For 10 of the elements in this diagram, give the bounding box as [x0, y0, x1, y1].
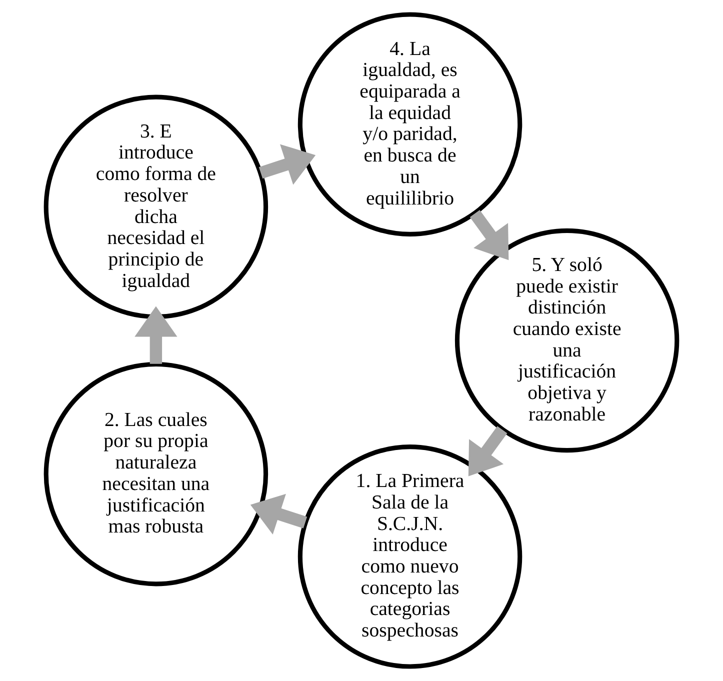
node-circle: 1. La Primera Sala de la S.C.J.N. introduce como nuevo concepto las categorias sospechosas — [298, 444, 522, 669]
arrow — [250, 494, 308, 534]
node-circle: 3. E introduce como forma de resolver dicha necesidad el principio de igualdad — [44, 94, 268, 320]
node-circle: 5. Y soló puede existir distinción cuando existe una justificación objetiva y razonable — [454, 228, 680, 453]
arrow — [134, 306, 178, 364]
arrow — [468, 426, 508, 476]
node-circle: 2. Las cuales por su propia naturaleza necesitan una justificación mas robusta — [44, 362, 268, 586]
arrow — [258, 144, 316, 185]
arrow — [470, 210, 509, 260]
node-circle: 4. La igualdad, es equiparada a la equidad y/o paridad, en busca de un equililibrio — [298, 12, 522, 236]
